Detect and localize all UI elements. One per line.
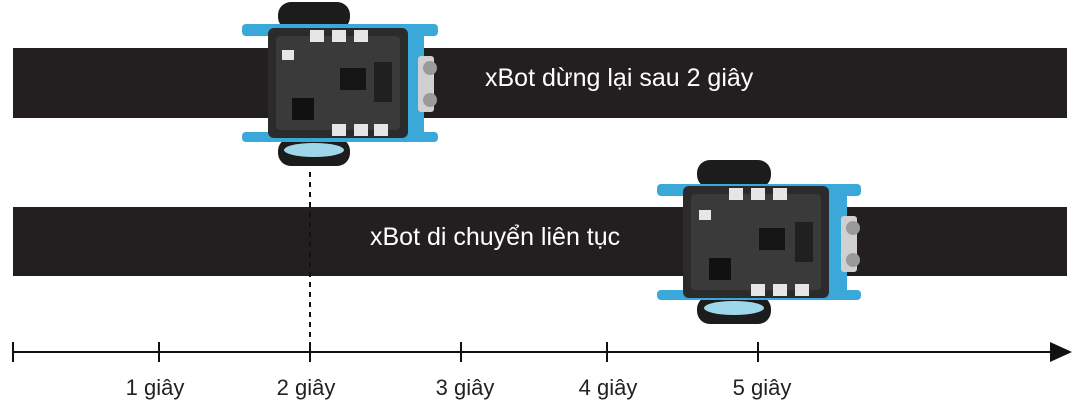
xbot-robot-stopped bbox=[242, 2, 438, 166]
axis-arrow-head bbox=[1050, 342, 1072, 362]
tick-label-1: 1 giây bbox=[125, 375, 185, 400]
tick-label-4: 4 giây bbox=[578, 375, 638, 400]
stop-row-label: xBot dừng lại sau 2 giây bbox=[485, 64, 754, 92]
tick-label-2: 2 giây bbox=[276, 375, 336, 400]
tick-label-3: 3 giây bbox=[435, 375, 495, 400]
stop-row-band bbox=[13, 48, 1067, 118]
tick-label-5: 5 giây bbox=[732, 375, 792, 400]
continuous-row-label: xBot di chuyển liên tục bbox=[370, 223, 621, 251]
xbot-robot-moving bbox=[657, 160, 861, 324]
continuous-row-band bbox=[13, 207, 1067, 276]
